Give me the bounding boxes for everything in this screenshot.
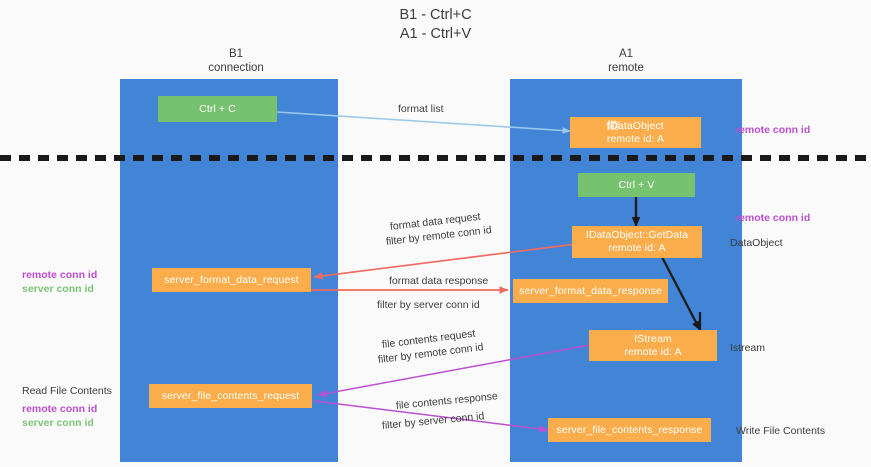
node-istream-line1: IStream [634, 332, 672, 345]
format-data-filter-text: filter by [385, 232, 421, 248]
node-idataobject-top-line2: remote id: A [606, 132, 665, 145]
format-resp-filter-key: server conn id [413, 299, 480, 311]
node-server-format-data-response[interactable]: server_format_data_response [513, 279, 668, 303]
format-resp-filter-text: filter by [377, 299, 411, 311]
phase-divider [0, 155, 871, 161]
node-ctrl-v-label: Ctrl + V [618, 178, 655, 191]
column-header-b1-role: connection [208, 62, 264, 74]
column-header-b1: B1 connection [120, 47, 352, 75]
annotation-left-server-conn-id-2: server conn id [22, 417, 94, 429]
node-server-file-contents-response[interactable]: server_file_contents_response [548, 418, 711, 442]
node-idataobject-top-overlap-glyphs: 保存 [606, 119, 620, 132]
node-ctrl-v[interactable]: Ctrl + V [578, 173, 695, 197]
node-server-file-contents-request-label: server_file_contents_request [161, 389, 300, 402]
node-server-format-data-response-label: server_format_data_response [519, 284, 662, 297]
column-header-a1: A1 remote [510, 47, 742, 75]
title-line-2: A1 - Ctrl+V [399, 26, 472, 42]
node-ctrl-c[interactable]: Ctrl + C [158, 96, 277, 122]
column-header-b1-name: B1 [228, 48, 244, 60]
page-title: B1 - Ctrl+C A1 - Ctrl+V [0, 6, 871, 44]
node-getdata-line1: IDataObject::GetData [585, 229, 689, 241]
node-istream[interactable]: IStream remote id: A [589, 330, 717, 361]
edge-label-format-list: format list [398, 103, 444, 115]
node-server-file-contents-request[interactable]: server_file_contents_request [149, 384, 312, 408]
edge-label-format-data-response-filter: filter by server conn id [377, 298, 480, 312]
file-req-filter-text: filter by [377, 349, 413, 366]
annotation-right-istream: Istream [730, 342, 766, 354]
annotation-left-server-conn-id: server conn id [22, 283, 94, 295]
node-ctrl-c-label: Ctrl + C [199, 102, 236, 115]
annotation-left-remote-conn-id-2: remote conn id [22, 403, 98, 415]
title-line-1: B1 - Ctrl+C [399, 7, 472, 23]
file-resp-filter-text: filter by [381, 416, 417, 432]
node-server-file-contents-response-label: server_file_contents_response [556, 423, 703, 436]
annotation-right-write-file-contents: Write File Contents [736, 425, 826, 437]
annotation-right-remote-conn-id-top: remote conn id [735, 124, 811, 136]
node-server-format-data-request[interactable]: server_format_data_request [152, 268, 311, 292]
edge-label-format-data-response: format data response [389, 275, 489, 287]
node-idataobject-top-base: IDataObject [607, 119, 664, 132]
node-idataobject-top-line1: IDataObject 保存 [606, 119, 664, 133]
annotation-left-remote-conn-id: remote conn id [22, 269, 98, 281]
column-header-a1-role: remote [608, 62, 644, 74]
node-server-format-data-request-label: server_format_data_request [164, 273, 299, 286]
node-idataobject-getdata[interactable]: IDataObject::GetData remote id: A [572, 226, 702, 258]
column-header-a1-name: A1 [618, 48, 634, 60]
annotation-right-dataobject: DataObject [730, 237, 783, 249]
node-istream-line2: remote id: A [624, 345, 682, 358]
file-resp-filter-key: server conn id [418, 410, 485, 429]
node-getdata-line2: remote id: A [608, 242, 666, 254]
annotation-right-remote-conn-id-mid: remote conn id [735, 212, 811, 224]
annotation-left-read-file-contents: Read File Contents [22, 385, 112, 397]
node-idataobject-top[interactable]: IDataObject 保存 remote id: A [570, 117, 701, 148]
